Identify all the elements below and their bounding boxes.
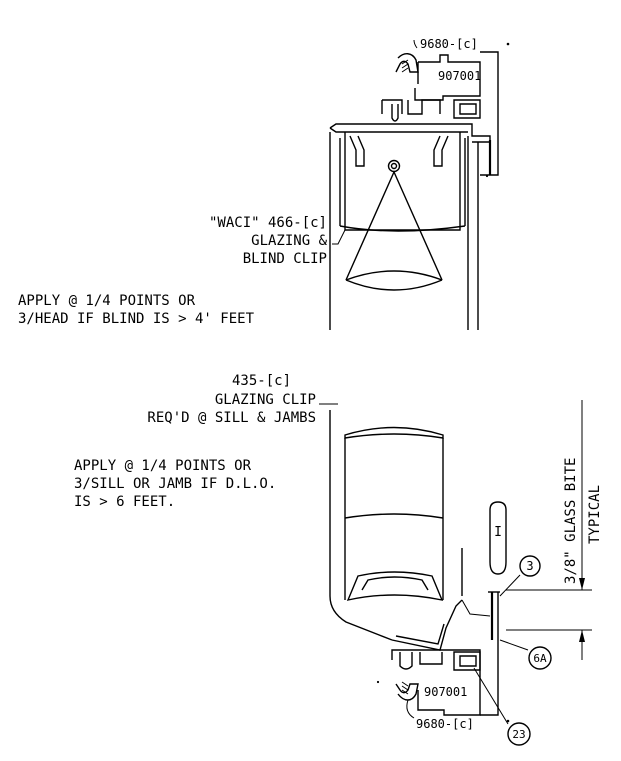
blind-cord <box>345 171 443 281</box>
glazing-label: GLAZING & <box>251 233 327 249</box>
reference-dot <box>506 719 510 723</box>
pressure-clip <box>395 53 419 73</box>
leader-callout-3 <box>499 574 521 597</box>
sill-pressure-clip <box>395 683 419 701</box>
callout-23-text: 23 <box>512 728 525 741</box>
callout-circle-23 <box>507 722 531 746</box>
sill-blind-slat-1 <box>344 426 444 439</box>
leader-9680-top <box>413 39 418 49</box>
blind-clip-label: BLIND CLIP <box>243 251 327 267</box>
blind-pivot-inner <box>390 162 398 170</box>
head-note-line2: 3/HEAD IF BLIND IS > 4' FEET <box>18 311 255 327</box>
spacer-inner <box>459 103 477 115</box>
leader-9680-bottom <box>406 699 415 719</box>
sill-blind-bottom-inner <box>361 576 429 591</box>
leader-callout-6a <box>499 639 529 651</box>
sill-detail: I <box>319 400 592 746</box>
part-label-9680-top: 9680-[c] <box>420 37 478 51</box>
glazing-clip-tip <box>461 599 491 617</box>
glazing-clip-inner <box>395 623 445 645</box>
sill-blind-bottom <box>346 571 444 601</box>
blind-clip-flange-lower <box>329 127 468 133</box>
blind-clip-arms <box>349 135 449 167</box>
glazing-clip-label: GLAZING CLIP <box>215 392 316 408</box>
sill-note-line1: APPLY @ 1/4 POINTS OR <box>74 458 252 474</box>
head-note-line1: APPLY @ 1/4 POINTS OR <box>18 293 196 309</box>
sill-blind-rails <box>344 438 444 600</box>
blind-box-outer <box>339 138 466 226</box>
sill-spacer-block <box>453 651 481 671</box>
retainer-leg <box>391 104 399 122</box>
sill-retainer <box>399 652 443 670</box>
bite-extension-lines <box>506 589 592 631</box>
callout-circle-6a <box>528 646 552 670</box>
spacer-block <box>453 99 481 119</box>
leader-blind-clip <box>332 229 346 245</box>
sill-glass-left <box>329 410 393 641</box>
sill-spacer-inner <box>459 655 477 667</box>
blind-slat <box>345 270 443 291</box>
glazing-clip <box>391 599 463 651</box>
sill-note-line2: 3/SILL OR JAMB IF D.L.O. <box>74 476 276 492</box>
sill-extrusion-907001 <box>391 649 481 716</box>
waci-label: "WACI" 466-[c] <box>209 215 327 231</box>
glass-bite-label: 3/8" GLASS BITE <box>563 458 579 584</box>
sill-mark: I <box>494 525 502 540</box>
reference-dot <box>376 680 380 684</box>
bite-arrow-top <box>579 578 585 590</box>
blind-pivot <box>387 159 401 173</box>
callout-6a-text: 6A <box>533 652 547 665</box>
bite-arrow-bottom <box>579 630 585 642</box>
sill-blind-slat-2 <box>344 513 444 519</box>
part-number-907001-top: 907001 <box>438 69 481 83</box>
sill-gasket-top <box>489 501 507 575</box>
head-detail <box>329 39 510 330</box>
sill-note-line3: IS > 6 FEET. <box>74 494 175 510</box>
blind-box <box>344 132 461 231</box>
glass-bite-typical: TYPICAL <box>587 485 603 544</box>
clip-hatch <box>401 59 409 73</box>
retainer <box>381 99 441 115</box>
sill-clip-hatch <box>401 681 409 695</box>
clip-part-label: 435-[c] <box>232 373 291 389</box>
clip-req-label: REQ'D @ SILL & JAMBS <box>147 410 316 426</box>
part-number-907001-bottom: 907001 <box>424 685 467 699</box>
leader-callout-23 <box>473 667 509 725</box>
sill-mullion-plate <box>480 592 499 716</box>
blind-clip-flange <box>329 123 491 143</box>
part-label-9680-bottom: 9680-[c] <box>416 717 474 731</box>
callout-3-text: 3 <box>526 559 533 573</box>
reference-dot <box>506 42 510 46</box>
blind-slat-top <box>339 225 466 232</box>
callout-circle-3 <box>519 555 541 577</box>
